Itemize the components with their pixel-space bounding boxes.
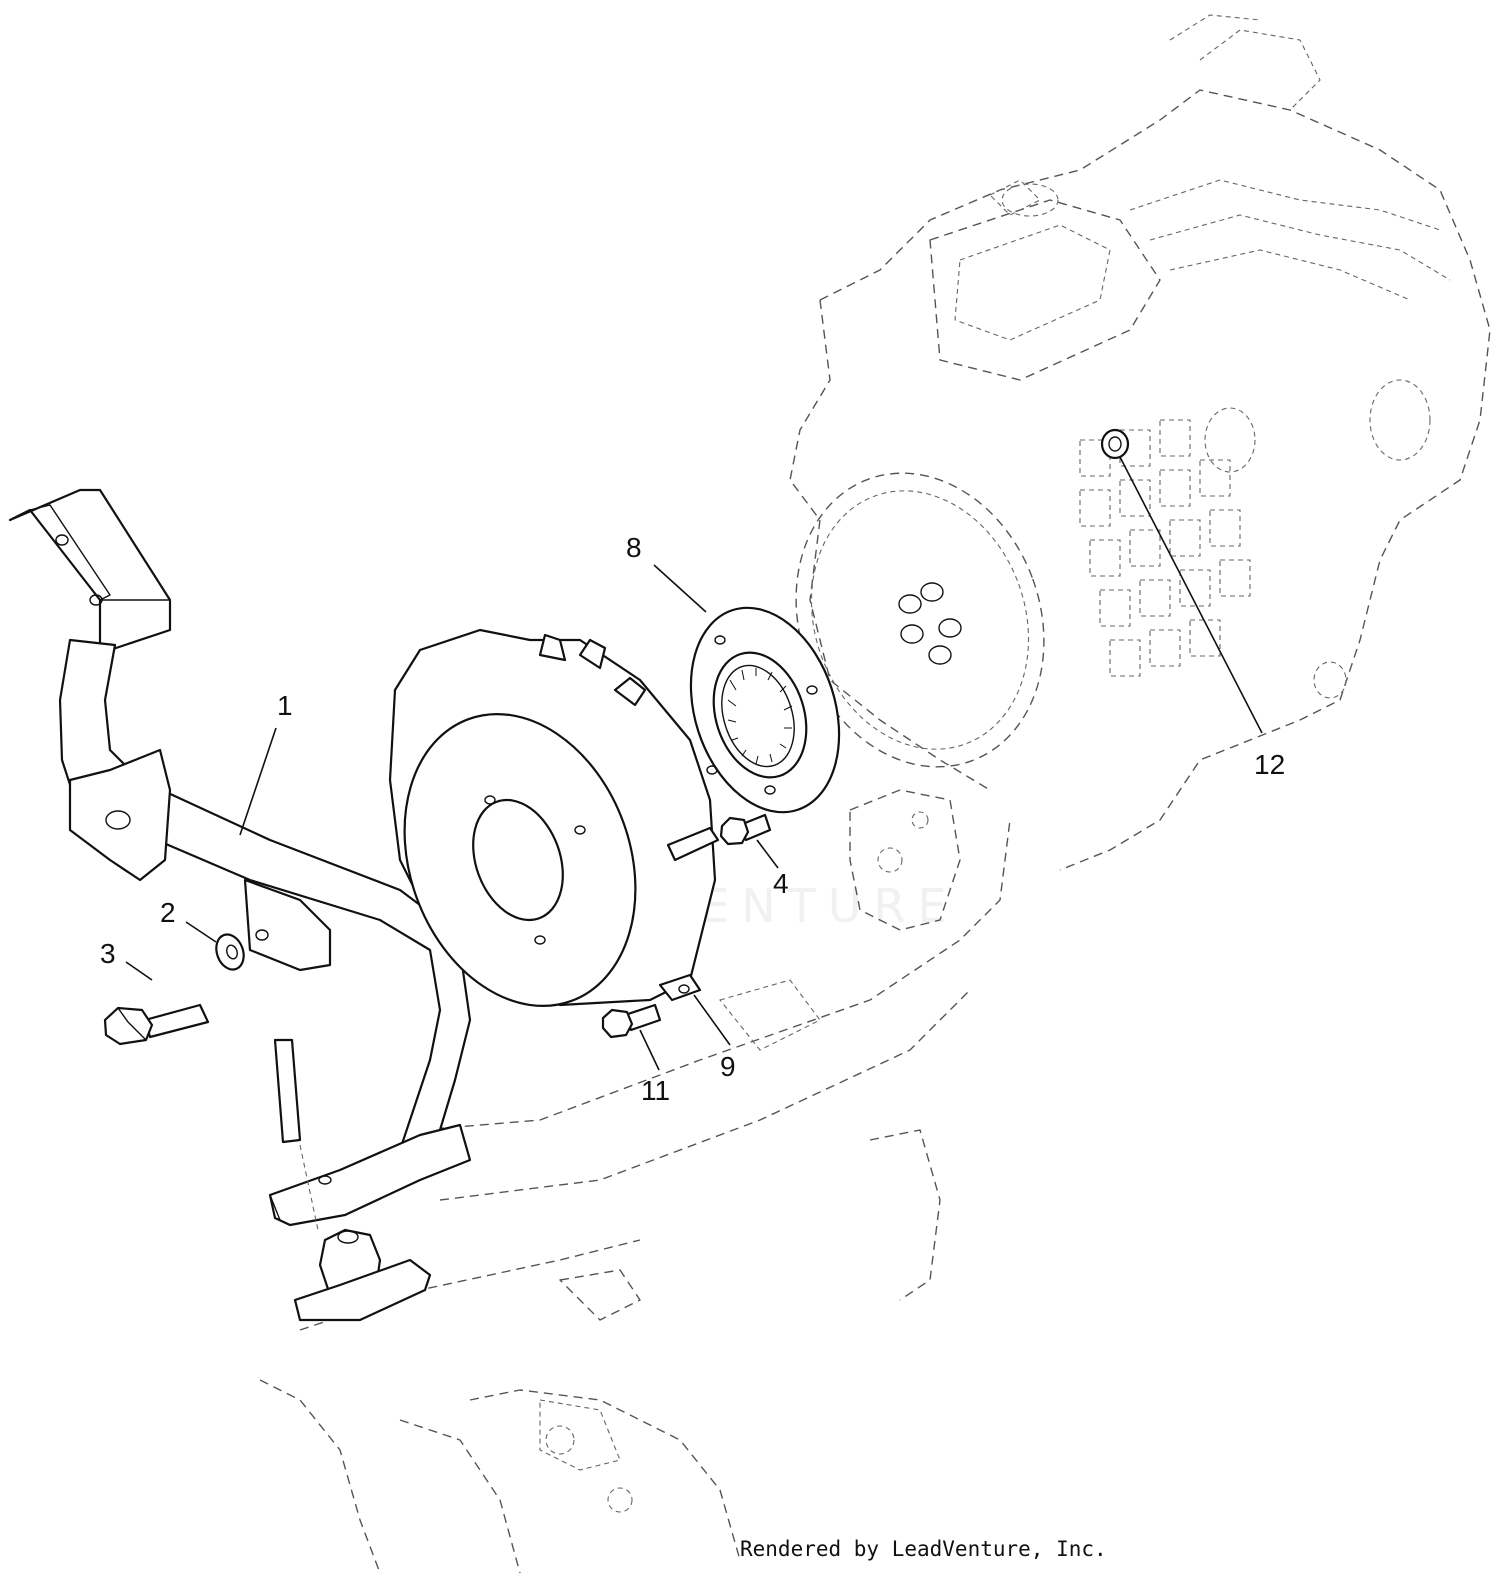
callout-4: 4: [773, 868, 789, 899]
callout-9: 9: [720, 1051, 736, 1082]
coupler-plate: [689, 606, 841, 814]
bolt-3: [103, 1003, 210, 1046]
leader-lines: [125, 456, 1263, 1071]
callout-3: 3: [100, 938, 116, 969]
render-credit: Rendered by LeadVenture, Inc.: [740, 1537, 1107, 1561]
callout-1: 1: [277, 690, 293, 721]
washer-2: [215, 933, 245, 971]
engine-block-ribs: [1079, 419, 1251, 677]
engine-ghost-outline: [789, 14, 1491, 931]
callout-2: 2: [160, 897, 176, 928]
callout-11: 11: [641, 1075, 670, 1106]
callout-12: 12: [1254, 749, 1285, 780]
coupler-spline-teeth: [727, 668, 793, 765]
bellhousing: [388, 628, 720, 1007]
callout-8: 8: [626, 532, 642, 563]
flywheel-bolts: [898, 582, 962, 665]
plug-12: [1100, 428, 1130, 460]
pedal-assembly: [8, 488, 472, 1322]
callout-labels: 1 2 3 4 8 9 11 12: [100, 532, 1285, 1106]
bolt-11: [601, 1003, 662, 1039]
bolt-4: [719, 813, 772, 846]
